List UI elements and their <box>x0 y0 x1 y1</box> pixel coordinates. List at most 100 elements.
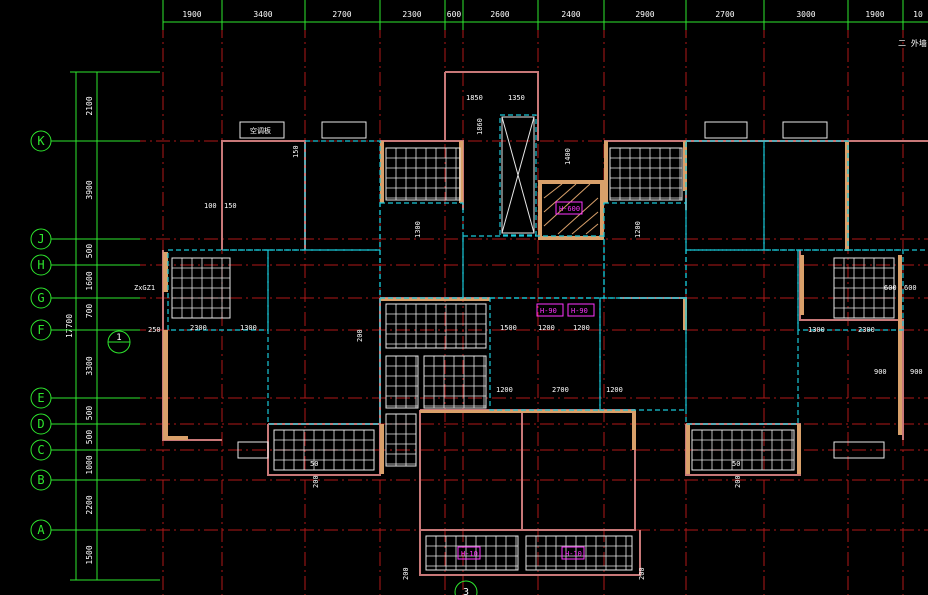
section-marker-left: 1 <box>107 330 131 354</box>
axis-label-f: F <box>37 323 44 337</box>
dashed-beam <box>685 249 799 425</box>
top-dimension-chain <box>162 0 928 30</box>
dim-note: 200 <box>734 475 742 488</box>
tag-label: H-90 <box>571 307 588 315</box>
wall-segment <box>380 141 384 203</box>
dim-note: 250 <box>148 326 161 334</box>
dim-note: 600 <box>904 284 917 292</box>
hatch-line <box>543 183 591 227</box>
top-dim-label: 2700 <box>332 10 351 19</box>
stair-cross <box>501 116 535 234</box>
wall-outline <box>419 530 641 576</box>
bay-window <box>833 441 885 459</box>
left-dim-label: 1500 <box>85 545 94 564</box>
section-marker-number: 3 <box>463 587 469 595</box>
wall-segment <box>380 424 384 474</box>
left-dim-label: 500 <box>85 430 94 445</box>
dim-note: 1400 <box>564 148 572 165</box>
axis-label-j: J <box>37 232 44 246</box>
dim-note: 1200 <box>496 386 513 394</box>
dim-note: 1200 <box>573 324 590 332</box>
wall-segment <box>845 141 849 251</box>
cabinet-grid <box>525 535 633 571</box>
axis-label-a: A <box>37 523 45 537</box>
top-dim-label: 2300 <box>402 10 421 19</box>
dim-note: 200 <box>402 567 410 580</box>
axis-label-d: D <box>37 417 44 431</box>
dim-note: 1300 <box>808 326 825 334</box>
top-dim-label: 1900 <box>182 10 201 19</box>
top-dim-label: 600 <box>447 10 462 19</box>
hatched-shaft <box>543 183 599 235</box>
dim-note: 100 <box>204 202 217 210</box>
dashed-beam <box>167 249 269 331</box>
tag-label: H-10 <box>565 550 582 558</box>
tag-label: H-600 <box>559 205 580 213</box>
left-dim-label: 1000 <box>85 455 94 474</box>
dashed-beam <box>499 114 537 236</box>
hatch-line <box>585 223 599 235</box>
dim-note: 200 <box>638 567 646 580</box>
wall-outline <box>419 410 636 531</box>
top-dim-label: 10 <box>913 10 923 19</box>
dim-note: 1860 <box>476 118 484 135</box>
wall-segment <box>683 141 687 191</box>
tag-box <box>567 303 595 317</box>
top-dim-label: 2900 <box>635 10 654 19</box>
wall-segment <box>686 424 690 474</box>
annotations: 空调板 ZxGZ1 1850 1350 1860 1400 1500 1200 … <box>134 94 923 580</box>
tag-label: H-90 <box>540 307 557 315</box>
dim-note: 200 <box>356 329 364 342</box>
wall-segment <box>538 180 542 240</box>
bay-window <box>239 121 285 139</box>
dim-note: 150 <box>292 145 300 158</box>
cabinet-grid <box>385 355 419 409</box>
wall-segment <box>163 330 168 440</box>
top-dim-label: 1900 <box>865 10 884 19</box>
dim-note: 1500 <box>500 324 517 332</box>
axis-label-h: H <box>37 258 44 272</box>
top-dimension-labels: 1900 3400 2700 2300 600 2600 2400 2900 2… <box>182 10 923 19</box>
wall-segment <box>380 298 490 301</box>
left-dim-label: 3900 <box>85 180 94 199</box>
axis-label-g: G <box>37 291 44 305</box>
left-dim-label: 500 <box>85 406 94 421</box>
tag-label: H-10 <box>461 550 478 558</box>
bay-windows <box>237 121 885 459</box>
left-dim-label: 500 <box>85 244 94 259</box>
dashed-beams <box>167 114 928 425</box>
left-dim-label: 2200 <box>85 495 94 514</box>
top-dim-label: 2700 <box>715 10 734 19</box>
wall-segment <box>683 298 687 330</box>
top-dim-label: 3400 <box>253 10 272 19</box>
left-dim-label: 1600 <box>85 271 94 290</box>
dashed-beam <box>267 249 381 425</box>
dashed-beam <box>304 140 381 251</box>
left-dim-label: 3300 <box>85 356 94 375</box>
wall-segment <box>420 410 635 413</box>
wall-segment <box>604 141 608 203</box>
dim-note: 1850 <box>466 94 483 102</box>
top-dim-label: 2400 <box>561 10 580 19</box>
wall-segment <box>800 255 804 315</box>
wall-outline <box>445 71 539 141</box>
dim-note: 1350 <box>508 94 525 102</box>
left-dimension-labels: 2100 3900 500 1600 700 3300 500 500 1000… <box>65 96 94 564</box>
dim-note: 50 <box>732 460 740 468</box>
axis-bubble-labels: K J H G F E D C B A <box>37 134 45 537</box>
bay-window-note: 空调板 <box>250 126 271 135</box>
wall-segment <box>797 424 801 474</box>
wall-segment <box>459 141 463 203</box>
dim-note: 600 <box>884 284 897 292</box>
dim-note: 2300 <box>190 324 207 332</box>
dashed-beam <box>489 297 601 411</box>
section-marker-circle <box>454 580 478 595</box>
left-dim-total-label: 17700 <box>65 314 74 338</box>
edge-note: 二 外墙 <box>898 38 927 48</box>
dim-note: 200 <box>312 475 320 488</box>
cabinet-grid <box>423 355 487 409</box>
section-marker-number: 1 <box>116 333 121 343</box>
hatch-line <box>543 183 563 199</box>
section-marker-bottom: 3 <box>454 580 478 595</box>
dim-note: 1300 <box>240 324 257 332</box>
